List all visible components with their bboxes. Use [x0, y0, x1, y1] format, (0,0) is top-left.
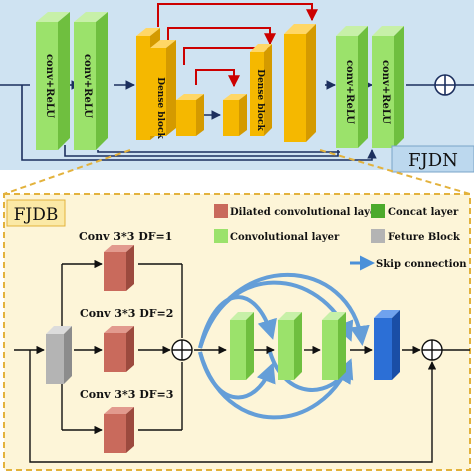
sum-node-top: [434, 74, 456, 96]
final-block: [374, 310, 400, 380]
legend: Dilated convolutional layer Concat layer…: [214, 204, 467, 271]
conv-block-4: conv+ReLU: [372, 26, 404, 148]
fjdb-label: FJDB: [14, 205, 59, 225]
legend-conv-swatch: [214, 229, 228, 243]
fjdb-conv-3: [322, 312, 346, 380]
conv-block-3: conv+ReLU: [336, 26, 368, 148]
feature-block: [46, 326, 72, 384]
sum-node-right: [421, 339, 443, 361]
sum-node-middle: [171, 339, 193, 361]
fjdn-badge: [391, 145, 474, 173]
legend-skip-text: Skip connection: [376, 259, 467, 270]
branch-label-3: Conv 3*3 DF=3: [80, 388, 173, 401]
dense-blocks: Dense block Dense block: [136, 24, 316, 142]
conv-label-1: conv+ReLU: [44, 54, 55, 118]
dilated-conv-3: [104, 407, 134, 453]
dense-label-left: Dense block: [155, 77, 165, 139]
conv-block-2: conv+ReLU: [74, 12, 108, 150]
zoom-lines: [3, 149, 471, 195]
legend-feature-swatch: [371, 229, 385, 243]
fjdn-label: FJDN: [408, 150, 458, 171]
dilated-conv-1: [104, 245, 134, 291]
conv-label-2: conv+ReLU: [82, 54, 93, 118]
branch-label-1: Conv 3*3 DF=1: [79, 230, 172, 243]
conv-label-3: conv+ReLU: [344, 60, 355, 124]
dilated-conv-2: [104, 326, 134, 372]
legend-feature-text: Feture Block: [388, 232, 461, 243]
dense-label-right: Dense block: [255, 69, 265, 131]
fjdb-conv-1: [230, 312, 254, 380]
conv-block-1: conv+ReLU: [36, 12, 70, 150]
legend-dilated-swatch: [214, 204, 228, 218]
skip-connections: [21, 85, 377, 161]
legend-concat-swatch: [371, 204, 385, 218]
legend-dilated-text: Dilated convolutional layer: [230, 207, 382, 218]
legend-concat-text: Concat layer: [388, 207, 459, 218]
fjdb-badge: [6, 199, 66, 227]
legend-conv-text: Convolutional layer: [230, 232, 340, 243]
fjdb-conv-2: [278, 312, 302, 380]
conv-label-4: conv+ReLU: [380, 60, 391, 124]
branch-label-2: Conv 3*3 DF=2: [80, 307, 173, 320]
